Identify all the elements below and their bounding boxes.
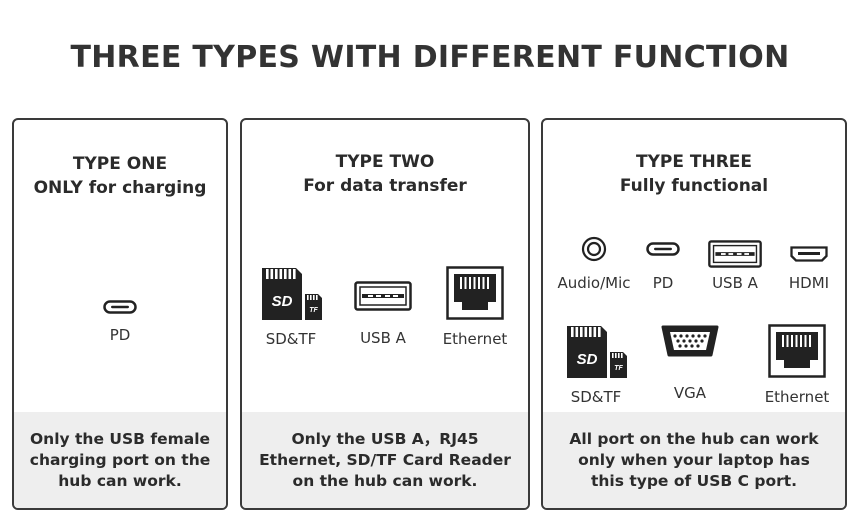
port-label: Ethernet [442, 330, 508, 348]
type-two-footer: Only the USB A，RJ45 Ethernet, SD/TF Card… [242, 412, 528, 508]
audio-jack-icon [581, 236, 607, 262]
vga-port-icon [661, 325, 719, 357]
type-two-card: TYPE TWO For data transfer SD TF SD&TF [240, 118, 530, 510]
pd-port: PD [641, 242, 685, 292]
type-two-title: TYPE TWO [335, 152, 435, 172]
type-two-subtitle: For data transfer [303, 176, 467, 196]
type-one-card: TYPE ONE ONLY for charging PD Only the U… [12, 118, 228, 510]
svg-text:SD: SD [272, 293, 293, 310]
pd-port: PD [92, 300, 148, 344]
footer-line: All port on the hub can work [569, 429, 819, 448]
footer-line: only when your laptop has [578, 450, 810, 469]
port-label: Ethernet [764, 388, 830, 406]
port-label: USB A [712, 274, 758, 292]
type-one-subtitle: ONLY for charging [33, 178, 207, 198]
sd-tf-card-icon: SD TF [262, 268, 322, 320]
ethernet-port-icon [768, 324, 826, 378]
footer-line: charging port on the [29, 450, 211, 469]
ethernet-port: Ethernet [757, 324, 837, 406]
port-label: VGA [673, 384, 707, 402]
usb-a-port-icon [708, 240, 762, 268]
port-label: PD [652, 274, 674, 292]
type-three-title: TYPE THREE [635, 152, 753, 172]
svg-text:TF: TF [309, 307, 318, 314]
vga-port: VGA [657, 324, 723, 402]
type-one-heading: TYPE ONE ONLY for charging [14, 152, 226, 200]
footer-line: Ethernet, SD/TF Card Reader [259, 450, 511, 469]
usb-a-port: USB A [704, 240, 766, 292]
sd-tf-card-icon: SD TF [567, 326, 627, 378]
footer-line: Only the USB A，RJ45 [291, 429, 479, 448]
footer-line: on the hub can work. [292, 471, 478, 490]
audio-mic-port: Audio/Mic [549, 236, 639, 292]
ethernet-port-icon [446, 266, 504, 320]
type-three-card: TYPE THREE Fully functional Audio/Mic PD… [541, 118, 847, 510]
type-one-title: TYPE ONE [72, 154, 168, 174]
type-two-heading: TYPE TWO For data transfer [242, 150, 528, 198]
hdmi-port-icon [790, 246, 828, 262]
hdmi-port: HDMI [781, 246, 837, 292]
type-three-footer: All port on the hub can work only when y… [543, 412, 845, 508]
footer-line: Only the USB female [29, 429, 211, 448]
port-label: USB A [360, 329, 406, 347]
ethernet-port: Ethernet [438, 266, 512, 348]
usb-a-port: USB A [352, 281, 414, 347]
footer-line: this type of USB C port. [590, 471, 798, 490]
sd-tf-port: SD TF SD&TF [561, 324, 631, 406]
type-three-heading: TYPE THREE Fully functional [543, 150, 845, 198]
svg-text:TF: TF [614, 365, 623, 372]
port-label: HDMI [788, 274, 830, 292]
port-label: SD&TF [570, 388, 622, 406]
usb-c-port-icon [103, 300, 137, 314]
type-one-footer: Only the USB female charging port on the… [14, 412, 226, 508]
type-three-subtitle: Fully functional [619, 176, 769, 196]
footer-line: hub can work. [58, 471, 182, 490]
usb-a-port-icon [354, 281, 412, 311]
sd-tf-port: SD TF SD&TF [256, 266, 326, 348]
svg-text:SD: SD [577, 351, 598, 368]
port-label: Audio/Mic [557, 274, 631, 292]
page-title: THREE TYPES WITH DIFFERENT FUNCTION [70, 40, 790, 75]
port-label: PD [109, 326, 131, 344]
usb-c-port-icon [646, 242, 680, 256]
port-label: SD&TF [265, 330, 317, 348]
